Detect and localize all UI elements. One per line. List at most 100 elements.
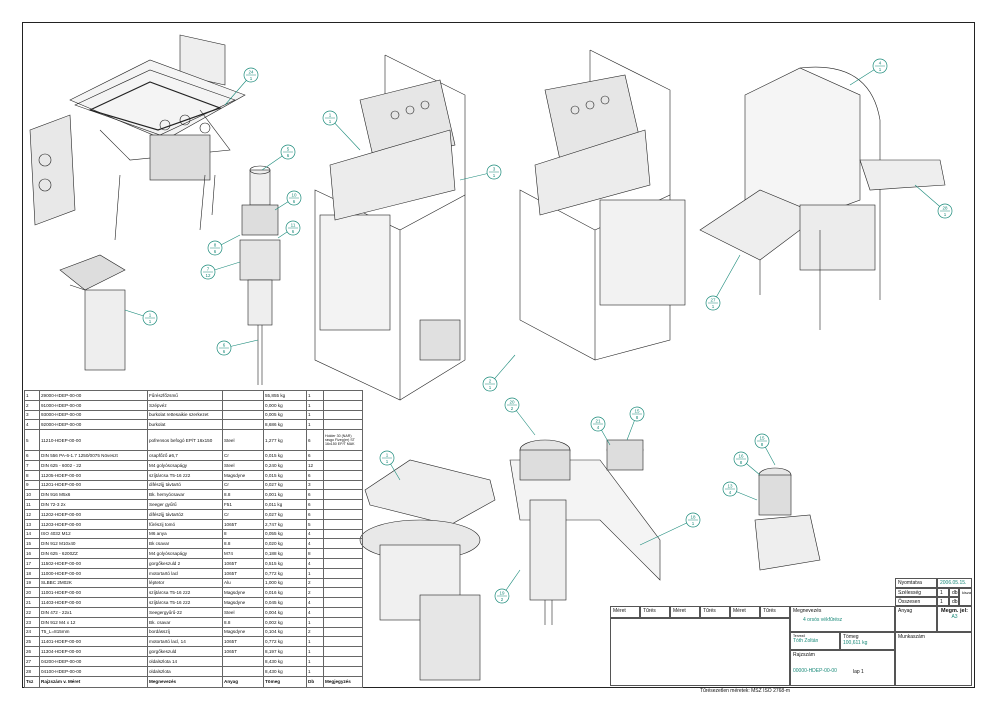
bom-cell: 0,027 kg [263,508,307,520]
bom-cell: 1065T [222,636,264,648]
view-box-unit [59,254,126,371]
bom-cell: difészíjj távtartó [147,479,223,491]
balloon-top-text: 20 [509,400,515,405]
balloon-bottom-text: 6 [292,229,295,234]
bom-cell [323,489,363,501]
megm-value: A3 [951,614,958,620]
view-spindle [239,165,281,385]
bom-cell: SLBBC 2M02K [39,577,148,589]
bom-cell: szíjtárcsa T5-16 z22 [147,587,223,599]
bom-cell: 1 [24,390,40,401]
callout-balloon: 31 [459,164,502,181]
bom-cell: 16 [24,548,40,559]
bom-cell: 21 [24,597,40,608]
bom-cell: 1 [306,390,324,401]
callout-balloon: 712 [200,261,241,280]
bom-cell: 12 [24,508,40,520]
bom-cell: 11202-HDEP-00-00 [39,508,148,520]
view-turntable [359,459,496,681]
bom-cell: 0,104 kg [263,626,307,638]
bom-cell: léptetor [147,577,223,589]
callout-balloon: 271 [705,254,741,311]
balloon-top-text: 21 [595,419,601,424]
bom-cell: Cr [222,508,264,520]
bom-cell: 11001-HDEP-00-00 [39,587,148,599]
bom-cell: 1 [306,399,324,411]
bom-cell: 1065T [222,557,264,569]
bom-cell: Cr [222,450,264,461]
bom-cell: Steel [222,606,264,618]
callout-balloon: 21 [482,354,516,392]
bom-cell: 14 [24,528,40,540]
bom-cell [323,419,363,431]
bom-cell: 8.8 [222,489,264,501]
bom-cell: 27 [24,655,40,667]
bom-cell [222,409,264,421]
megnevezes-value: 4 orsós vékfűrész [803,617,843,623]
bom-cell: Szépvéz [147,399,223,411]
callout-balloon: 158 [754,433,776,466]
balloon-bottom-text: 1 [250,76,253,81]
bom-cell: 0,016 kg [263,587,307,599]
bom-cell: 11210-HDEP-00-00 [39,429,148,452]
balloon-top-text: 5 [287,147,290,152]
bom-cell [323,518,363,530]
balloon-bottom-text: 1 [712,304,715,309]
bom-cell [323,665,363,677]
lap-label: lap 1 [853,669,864,675]
bom-cell: 0,045 kg [263,597,307,608]
bom-cell: DIN 625 - 6200ZZ [39,548,148,559]
bom-cell: 1 [306,655,324,667]
balloon-top-text: 4 [879,61,882,66]
balloon-top-text: 24 [248,70,254,75]
bom-cell: 0,772 kg [263,567,307,579]
bom-cell: 5 [306,518,324,530]
bom-cell [323,557,363,569]
balloon-top-text: 7 [207,267,210,272]
bom-header-cell: Rajzszám v. Méret [39,675,148,688]
balloon-bottom-text: 1 [944,212,947,217]
balloon-top-text: 6 [223,343,226,348]
bom-cell: Alu [222,577,264,589]
bom-cell: oldalszlota [147,665,223,677]
tolerance-note: Tűrésezetlen méretek: MSZ ISO 2768-m [700,688,791,694]
callout-balloon: 158 [626,406,645,441]
bom-cell: 6 [306,489,324,501]
bom-cell: 7 [24,459,40,471]
bom-cell [323,597,363,608]
bom-cell [323,538,363,550]
bom-cell: 0,011 kg [263,499,307,510]
bom-cell: 2 [306,626,324,638]
callout-balloon: 281 [914,184,953,219]
bom-cell [323,479,363,491]
bom-cell: DIN 912 M4 x 12 [39,616,148,628]
bom-cell: burkolat [147,419,223,431]
balloon-bottom-text: 12 [205,273,211,278]
osszesen-label: Összesen [895,597,937,606]
bom-cell [323,469,363,481]
bom-cell: 0,000 kg [263,399,307,411]
bom-cell [323,459,363,471]
callout-balloon: 41 [849,58,888,86]
szelesseg-value: 1 [937,588,949,597]
callout-balloon: 241 [224,67,259,106]
bom-cell: Steel [222,459,264,471]
bom-cell: 0,004 kg [263,606,307,618]
bom-cell: motortartó lacl, 14 [147,636,223,648]
balloon-top-text: 15 [759,436,765,441]
bom-cell: 4 [306,597,324,608]
view-belt-mechanism [29,34,246,241]
bom-cell: Cr [222,479,264,491]
